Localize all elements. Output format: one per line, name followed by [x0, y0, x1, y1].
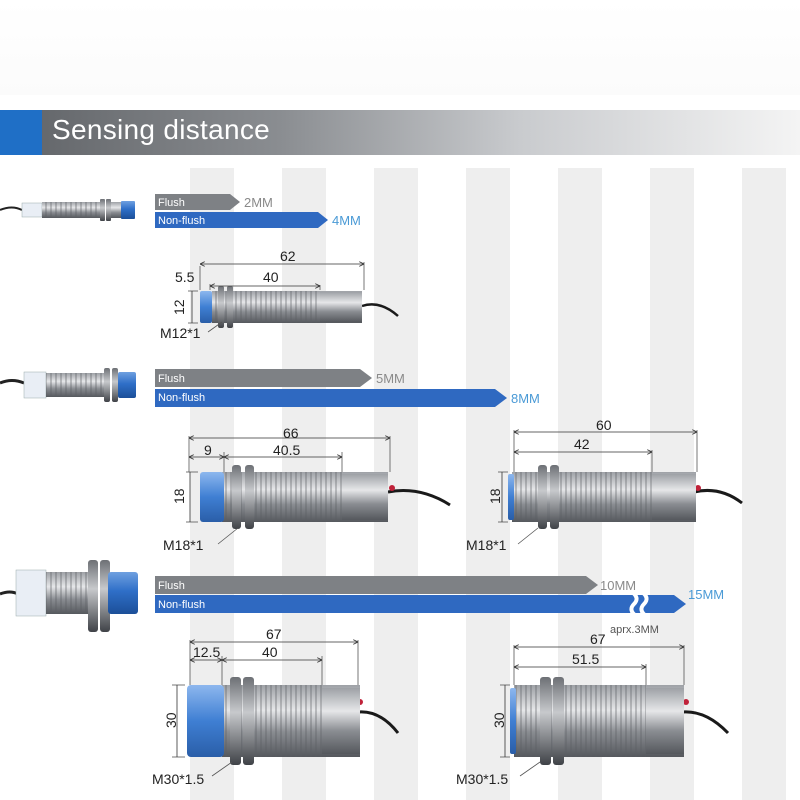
dim-thread-m12: 40 [263, 269, 279, 285]
dimension-drawing-m30-a: 67 40 12.5 30 M30*1.5 [152, 626, 400, 787]
top-area [0, 0, 800, 95]
dim-diameter-m18-a: 18 [171, 488, 187, 504]
dim-thread-m30-b: 51.5 [572, 651, 599, 667]
nonflush-bar-m18: Non-flush 8MM [155, 389, 540, 407]
nonflush-distance-m18: 8MM [511, 391, 540, 406]
dimension-drawing-m12: 62 40 5.5 12 M12*1 [160, 248, 399, 341]
thread-spec-m30-a: M30*1.5 [152, 771, 204, 787]
sensor-row-m30: Flush 10MM Non-flush 15MM aprx.3MM [0, 560, 730, 787]
dim-diameter-m30-b: 30 [491, 712, 507, 728]
nonflush-label: Non-flush [158, 215, 205, 227]
background-stripe [466, 168, 510, 800]
flush-distance-m18: 5MM [376, 371, 405, 386]
page-title: Sensing distance [52, 114, 271, 145]
dim-total-m12: 62 [280, 248, 296, 264]
nonflush-distance-m12: 4MM [332, 213, 361, 228]
banner-accent [0, 110, 42, 155]
flush-distance-m12: 2MM [244, 195, 273, 210]
dimension-drawing-m18-a: 66 40.5 9 18 M18*1 [163, 425, 451, 553]
sensor-photo-m12 [0, 199, 135, 221]
dim-offset-m12: 5.5 [175, 269, 195, 285]
nonflush-bar-m30: Non-flush 15MM aprx.3MM [155, 587, 724, 636]
dim-diameter-m12: 12 [171, 299, 187, 315]
thread-spec-m18-b: M18*1 [466, 537, 507, 553]
nonflush-label: Non-flush [158, 392, 205, 404]
nonflush-distance-m30: 15MM [688, 587, 724, 602]
dimension-drawing-m18-b: 60 42 18 M18*1 [466, 417, 743, 553]
dim-diameter-m30-a: 30 [163, 712, 179, 728]
sensor-row-m18: Flush 5MM Non-flush 8MM 66 40.5 [0, 368, 743, 553]
background-stripe [742, 168, 786, 800]
flush-distance-m30: 10MM [600, 578, 636, 593]
thread-spec-m18-a: M18*1 [163, 537, 204, 553]
flush-bar-m12: Flush 2MM [155, 194, 273, 210]
flush-bar-m30: Flush 10MM [155, 576, 636, 594]
flush-label: Flush [158, 580, 185, 592]
sensor-photo-m30 [0, 560, 138, 632]
dimension-drawing-m30-b: 67 51.5 30 M30*1.5 [456, 631, 730, 787]
dim-thread-m18-b: 42 [574, 436, 590, 452]
gap-note-m30: aprx.3MM [610, 624, 659, 636]
dim-total-m30-b: 67 [590, 631, 606, 647]
dim-diameter-m18-b: 18 [487, 488, 503, 504]
dim-total-m30-a: 67 [266, 626, 282, 642]
dim-thread-m18-a: 40.5 [273, 442, 300, 458]
sensor-row-m12: Flush 2MM Non-flush 4MM 62 40 5.5 [0, 194, 399, 341]
flush-label: Flush [158, 197, 185, 209]
dim-thread-m30-a: 40 [262, 644, 278, 660]
thread-spec-m12: M12*1 [160, 325, 201, 341]
thread-spec-m30-b: M30*1.5 [456, 771, 508, 787]
dim-total-m18-b: 60 [596, 417, 612, 433]
nonflush-bar-m12: Non-flush 4MM [155, 212, 361, 228]
dim-offset-m30-a: 12.5 [193, 644, 220, 660]
flush-label: Flush [158, 373, 185, 385]
nonflush-label: Non-flush [158, 599, 205, 611]
dim-total-m18-a: 66 [283, 425, 299, 441]
section-banner: Sensing distance [0, 110, 800, 155]
flush-bar-m18: Flush 5MM [155, 369, 405, 387]
sensor-photo-m18 [0, 368, 136, 402]
dim-offset-m18-a: 9 [204, 442, 212, 458]
